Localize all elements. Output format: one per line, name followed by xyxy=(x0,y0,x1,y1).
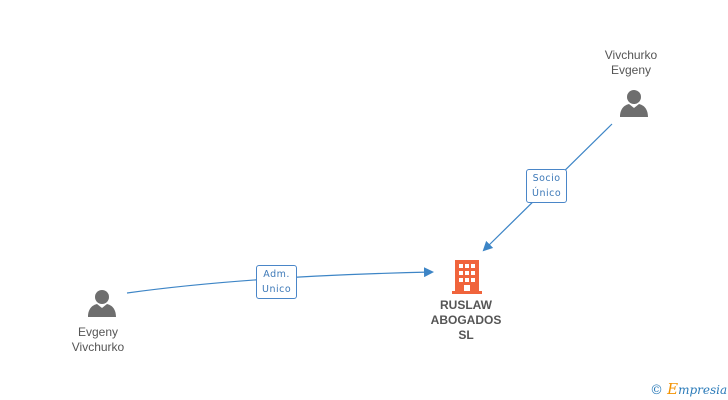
person-label-top[interactable]: Vivchurko Evgeny xyxy=(604,48,658,77)
person-icon[interactable] xyxy=(620,90,648,117)
person-icon[interactable] xyxy=(88,290,116,317)
company-label[interactable]: RUSLAW ABOGADOS SL xyxy=(430,298,502,342)
empresia-watermark: © Empresia xyxy=(650,380,727,398)
relation-label-adm[interactable]: Adm. Unico xyxy=(256,265,298,299)
relation-label-socio[interactable]: Socio Único xyxy=(526,169,568,203)
copyright-symbol: © xyxy=(650,383,663,398)
person-label-left[interactable]: Evgeny Vivchurko xyxy=(71,325,125,354)
building-icon[interactable] xyxy=(452,260,482,294)
brand-name: mpresia xyxy=(678,383,728,397)
brand-initial: E xyxy=(667,380,679,398)
